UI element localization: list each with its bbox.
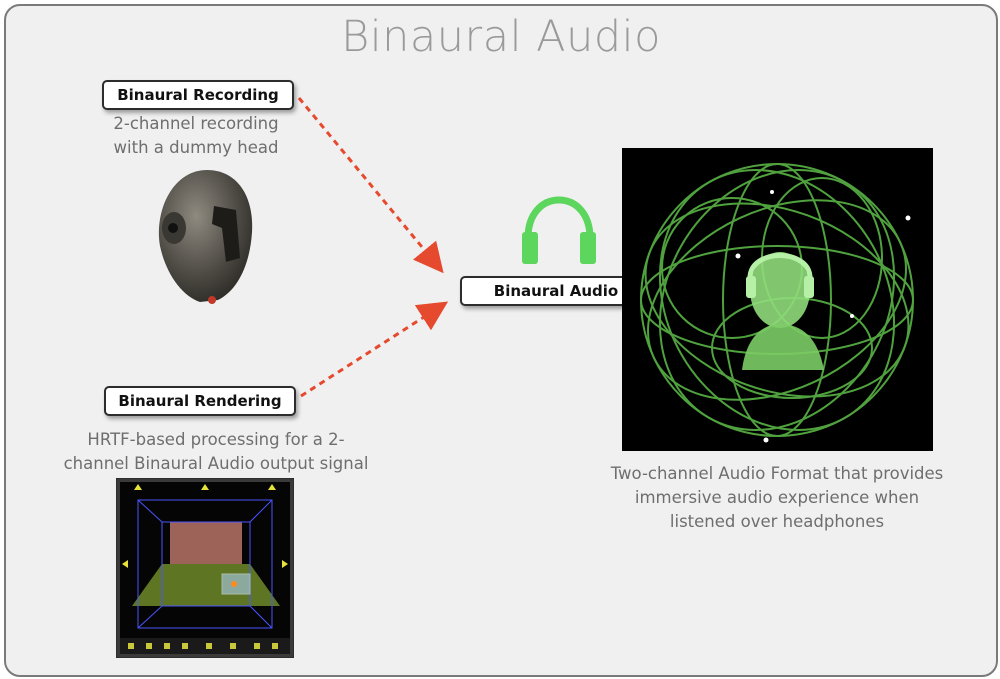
rendering-desc-line-2: channel Binaural Audio output signal [63, 454, 369, 473]
flow-arrows [297, 97, 449, 398]
dummy-head-icon [158, 170, 253, 304]
sound-sphere-icon [622, 148, 933, 451]
spatial-renderer-icon [116, 478, 294, 658]
front-wall [170, 522, 242, 564]
slide-title: Binaural Audio [341, 12, 661, 62]
slide: Binaural Audio Binaural Recording 2-chan… [4, 4, 998, 677]
binaural-recording-label: Binaural Recording [102, 80, 294, 110]
rendering-desc-line-1: HRTF-based processing for a 2- [87, 430, 345, 449]
arrow-rendering-to-audio [300, 301, 449, 398]
recording-description: 2-channel recording with a dummy head [66, 112, 326, 160]
audio-desc-line-2: immersive audio experience when [634, 488, 920, 507]
audio-desc-line-3: listened over headphones [669, 512, 885, 531]
arrow-recording-to-audio [297, 97, 444, 274]
headphones-icon [522, 196, 596, 264]
audio-desc-line-1: Two-channel Audio Format that provides [610, 464, 944, 483]
audio-description: Two-channel Audio Format that provides i… [572, 462, 982, 534]
listener-bust [742, 252, 824, 370]
binaural-rendering-label: Binaural Rendering [104, 386, 296, 416]
rendering-description: HRTF-based processing for a 2- channel B… [26, 428, 406, 476]
recording-desc-line-2: with a dummy head [113, 138, 279, 157]
recording-desc-line-1: 2-channel recording [113, 114, 279, 133]
binaural-audio-label: Binaural Audio [460, 276, 652, 306]
